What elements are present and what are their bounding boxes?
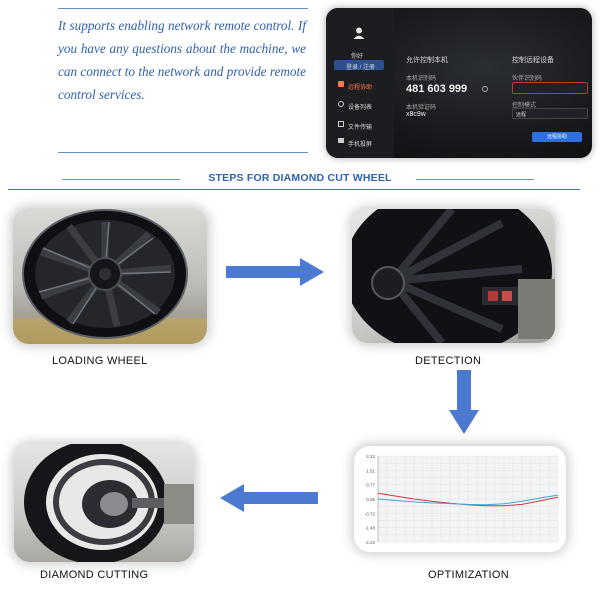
section-divider: [8, 189, 580, 190]
wheel-illustration: [13, 209, 207, 344]
local-id-value: 481 603 999: [406, 83, 468, 95]
remote-control-screenshot: 你好 登录 / 注册 远程协助 设备列表 文件传输 手机投屏 允许控制本机 本机…: [326, 8, 592, 158]
nav-remote-assist[interactable]: 远程协助: [348, 85, 373, 91]
optimization-chart-card: 2.22 1.51 0.77 0.05 -0.72 -1.48 -2.22: [354, 446, 566, 552]
password-label: 本机验证码: [406, 105, 437, 111]
cutting-illustration: [24, 444, 194, 562]
step-label-optimization: OPTIMIZATION: [428, 569, 510, 581]
arrow-right-icon: [226, 258, 324, 286]
section-title: STEPS FOR DIAMOND CUT WHEEL: [208, 172, 392, 184]
arrow-down-icon: [449, 370, 479, 434]
local-id-label: 本机识别码: [406, 76, 437, 82]
series-line-1: [377, 494, 559, 506]
intro-text: It supports enabling network remote cont…: [58, 18, 306, 102]
screen-mirror-icon: [338, 138, 344, 143]
allow-control-title: 允许控制本机: [406, 57, 448, 64]
y-tick-label: -0.72: [365, 511, 376, 516]
step-label-diamond-cutting: DIAMOND CUTTING: [40, 569, 149, 581]
nav-device-list[interactable]: 设备列表: [348, 105, 373, 111]
user-icon: [353, 27, 365, 39]
diamond-cutting-photo: [14, 444, 194, 562]
step-label-loading-wheel: LOADING WHEEL: [52, 355, 148, 367]
nav-screen-mirror[interactable]: 手机投屏: [348, 142, 373, 148]
mode-select[interactable]: 远程: [512, 108, 588, 119]
intro-bottom-rule: [58, 152, 308, 153]
optimization-chart: 2.22 1.51 0.77 0.05 -0.72 -1.48 -2.22: [365, 454, 559, 545]
nav-greeting: 你好: [351, 54, 364, 60]
y-tick-label: -1.48: [365, 526, 376, 531]
heading-left-rule: [62, 179, 180, 180]
remote-assist-icon: [338, 81, 344, 87]
nav-login[interactable]: 登录 / 注册: [346, 65, 376, 71]
password-value: x8c9w: [406, 111, 426, 118]
y-tick-label: 1.51: [366, 468, 375, 473]
partner-id-label: 伙伴识别码: [512, 76, 543, 82]
intro-top-rule: [58, 8, 308, 9]
remote-assist-button[interactable]: 远程协助: [532, 132, 582, 142]
nav-file-transfer[interactable]: 文件传输: [348, 125, 373, 131]
device-list-icon: [338, 101, 344, 107]
arrow-left-icon: [220, 484, 318, 512]
y-tick-label: 0.05: [366, 497, 375, 502]
y-tick-label: 2.22: [366, 454, 375, 459]
partner-id-input[interactable]: [512, 82, 588, 94]
detection-illustration: [352, 209, 555, 343]
heading-right-rule: [416, 179, 534, 180]
mode-label: 控制模式: [512, 103, 537, 109]
copy-icon[interactable]: [482, 86, 488, 92]
detection-photo: [352, 209, 555, 343]
step-label-detection: DETECTION: [415, 355, 482, 367]
control-remote-title: 控制远程设备: [512, 57, 554, 64]
y-tick-label: 0.77: [366, 483, 375, 488]
file-transfer-icon: [338, 121, 344, 127]
loading-wheel-photo: [13, 208, 207, 344]
y-tick-label: -2.22: [365, 540, 376, 545]
